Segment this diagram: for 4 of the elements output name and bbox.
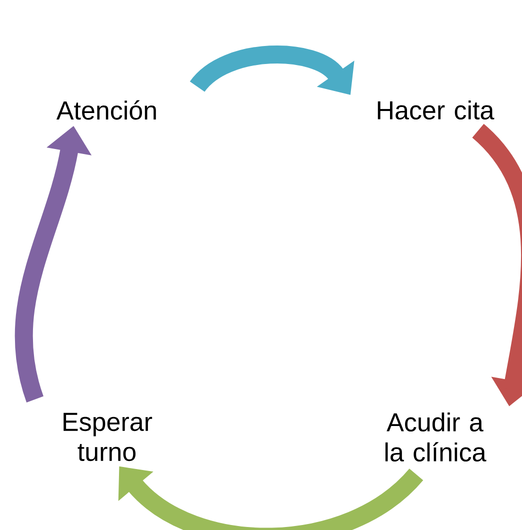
step-label: Esperar turno bbox=[64, 412, 152, 462]
step-label: Atención bbox=[56, 100, 156, 120]
step-label: Hacer cita bbox=[378, 100, 494, 120]
step-label: Acudir a la clínica bbox=[385, 412, 486, 462]
